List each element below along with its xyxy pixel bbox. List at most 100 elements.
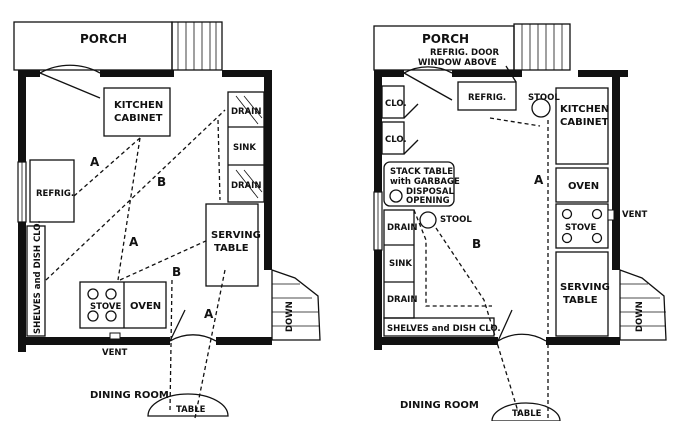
path-label-b1: B	[157, 175, 166, 189]
top-wall-left-r	[374, 70, 404, 77]
vent-marker-r	[607, 209, 615, 221]
oven-r	[555, 167, 609, 203]
left-wall-upper-r	[374, 70, 382, 192]
stool-top	[531, 98, 551, 118]
kitchen-cabinet-r	[555, 87, 609, 165]
stack-table-label-1: STACK TABLE	[390, 167, 453, 177]
serving-table-label-2: TABLE	[214, 243, 249, 254]
stove-burners	[87, 288, 117, 322]
stove-burners-r	[561, 208, 603, 244]
dining-room-label: DINING ROOM	[90, 390, 169, 401]
kitchen-cabinet-label-1: KITCHEN	[114, 100, 163, 111]
dining-door-swing-r	[497, 309, 547, 342]
stove-label-r: STOVE	[565, 223, 596, 233]
path-label-a2: A	[129, 235, 139, 249]
left-wall-upper	[18, 70, 26, 162]
left-floor-plan: PORCH KITCHEN CABINET DRAIN SINK	[13, 21, 321, 419]
drain-sink-unit	[227, 91, 265, 203]
drain-top-label-r: DRAIN	[387, 223, 417, 233]
right-wall-r	[612, 70, 620, 270]
garbage-opening	[389, 189, 403, 203]
down-stairs	[271, 269, 321, 341]
refrig-label-r: REFRIG.	[468, 93, 506, 103]
back-door-swing-r	[403, 66, 453, 101]
serving-table-r	[555, 251, 609, 337]
refrigerator	[29, 159, 75, 223]
stove-oven-unit	[79, 281, 167, 329]
table-label: TABLE	[176, 405, 206, 415]
right-floor-plan: PORCH REFRIG. DOOR WINDOW ABOVE CLO. CLO…	[373, 23, 667, 421]
drain-bottom-label-r: DRAIN	[387, 295, 417, 305]
refrig-label: REFRIG.	[36, 189, 74, 199]
dining-door-swing	[169, 309, 217, 342]
path-label-a1: A	[90, 155, 100, 169]
kitchen-cabinet-label-2-r: CABINET	[560, 117, 609, 128]
work-paths-r	[413, 117, 549, 419]
sink-label: SINK	[233, 143, 256, 153]
stool-mid	[419, 211, 437, 229]
path-label-a-r: A	[534, 173, 544, 187]
right-wall	[264, 70, 272, 270]
serving-table-label-1-r: SERVING	[560, 282, 610, 293]
top-wall-left	[18, 70, 40, 77]
porch-steps	[171, 21, 223, 71]
refrig-door-label-1: REFRIG. DOOR	[430, 48, 500, 58]
porch-steps-right	[513, 23, 571, 71]
path-label-b2: B	[172, 265, 181, 279]
top-wall-mid	[100, 70, 174, 77]
left-wall-lower	[18, 222, 26, 352]
bottom-wall-right-r	[546, 337, 620, 345]
dining-table	[147, 393, 229, 417]
path-label-b-r: B	[472, 237, 481, 251]
stove-r	[555, 203, 609, 249]
stool-top-label: STOOL	[528, 93, 560, 103]
sink-label-r: SINK	[389, 259, 412, 269]
clo-bottom-label: CLO.	[385, 135, 407, 145]
bottom-wall-left-r	[374, 337, 498, 345]
porch-label: PORCH	[80, 32, 127, 46]
serving-table-label-2-r: TABLE	[563, 295, 598, 306]
kitchen-cabinet-label-1-r: KITCHEN	[560, 104, 609, 115]
refrigerator-r	[457, 81, 517, 111]
path-label-a3: A	[204, 307, 214, 321]
stack-table-label-4: OPENING	[406, 196, 450, 206]
porch-area	[13, 21, 173, 71]
top-wall-right-r	[578, 70, 628, 77]
table-label-r: TABLE	[512, 409, 542, 419]
drain-top-label: DRAIN	[231, 107, 261, 117]
oven-label: OVEN	[130, 301, 161, 312]
oven-label-r: OVEN	[568, 181, 599, 192]
stack-table-label-3: DISPOSAL	[406, 187, 454, 197]
bottom-wall-left	[18, 337, 170, 345]
vent-label-r: VENT	[622, 210, 647, 220]
drain-bottom-label: DRAIN	[231, 181, 261, 191]
shelves-label: SHELVES and DISH CLO.	[33, 220, 43, 334]
down-stairs-r	[619, 269, 667, 341]
vent-marker	[109, 332, 121, 340]
kitchen-cabinet-label-2: CABINET	[114, 113, 163, 124]
dining-room-label-r: DINING ROOM	[400, 400, 479, 411]
left-wall-lower-r	[374, 250, 382, 350]
serving-table	[205, 203, 259, 287]
top-wall-right	[222, 70, 272, 77]
stack-table-label-2: with GARBAGE	[390, 177, 460, 187]
down-label-r: DOWN	[635, 301, 645, 332]
vent-label: VENT	[102, 348, 127, 358]
shelves-dish-closet-r	[383, 317, 495, 337]
closet-bottom	[381, 121, 405, 155]
clo-top-label: CLO.	[385, 99, 407, 109]
down-label: DOWN	[285, 301, 295, 332]
drain-top-hatch	[235, 95, 263, 125]
shelves-label-r: SHELVES and DISH CLO.	[387, 324, 501, 334]
stack-table	[383, 161, 455, 207]
shelves-dish-closet	[26, 225, 46, 337]
work-paths	[45, 109, 226, 419]
bottom-wall-right	[216, 337, 272, 345]
serving-table-label-1: SERVING	[211, 230, 261, 241]
refrig-door-label-2: WINDOW ABOVE	[418, 58, 497, 68]
dining-table-r	[491, 402, 561, 421]
kitchen-cabinet	[103, 87, 171, 137]
closet-top	[381, 85, 405, 119]
